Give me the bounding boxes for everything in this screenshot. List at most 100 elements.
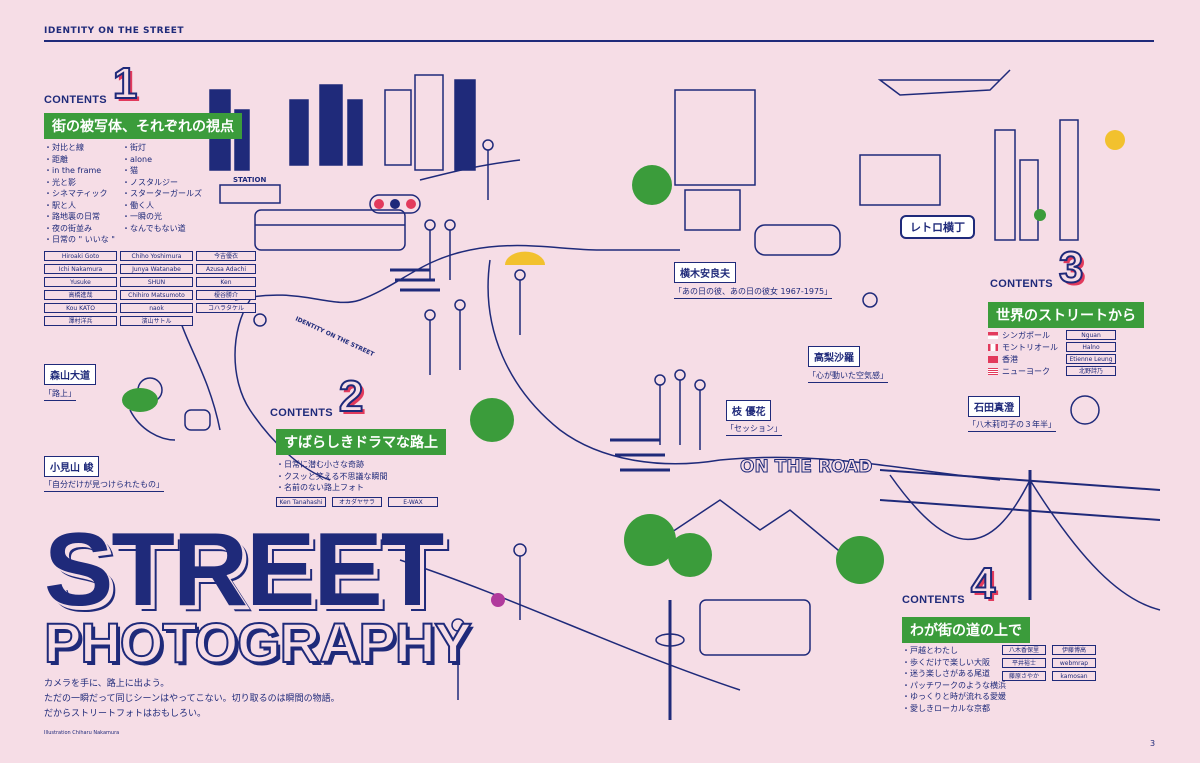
list-item: シネマティック xyxy=(44,188,115,200)
contributor-name: Junya Watanabe xyxy=(120,264,193,274)
contributor-name: webmrap xyxy=(1052,658,1096,668)
contributor-name: コハラタケル xyxy=(196,303,256,313)
contributor-name: Etienne Leung xyxy=(1066,354,1116,364)
list-item: 愛しきローカルな京都 xyxy=(902,703,1006,715)
contributor-name: 北野詩乃 xyxy=(1066,366,1116,376)
city-row: ニューヨーク xyxy=(988,366,1058,378)
statue-of-liberty-icon xyxy=(1034,209,1046,221)
contributor-name: Nguan xyxy=(1066,330,1116,340)
contents-1-contributors: Hiroaki Goto Chiho Yoshimura 今吉優衣 Ichi N… xyxy=(44,251,256,326)
list-item: 戸越とわたし xyxy=(902,645,1006,657)
contents-3-title: 世界のストリートから xyxy=(988,302,1144,328)
contents-2-list: 日常に潜む小さな奇跡 クスッと笑える不思議な瞬間 名前のない路上フォト xyxy=(276,459,388,494)
contributor-name: 八木香保里 xyxy=(1002,645,1046,655)
contributor-name: Ken Tanahashi xyxy=(276,497,326,507)
contributor-name: Hiroaki Goto xyxy=(44,251,117,261)
contributor-name: Ichi Nakamura xyxy=(44,264,117,274)
contents-1-list-col1: 対比と線 距離 in the frame 光と影 シネマティック 駅と人 路地裏… xyxy=(44,142,115,246)
contents-label: CONTENTS xyxy=(990,278,1053,290)
list-item: 名前のない路上フォト xyxy=(276,482,388,494)
feature-name: 枝 優花 xyxy=(726,400,772,421)
section-header: IDENTITY ON THE STREET xyxy=(44,26,185,36)
list-item: 駅と人 xyxy=(44,200,115,212)
contents-number: 4 xyxy=(970,559,997,608)
list-item: 日常の " いいな " xyxy=(44,234,115,246)
umbrella-icon xyxy=(505,251,545,265)
contributor-name: Yusuke xyxy=(44,277,117,287)
station-sign-text: STATION xyxy=(233,176,266,184)
contributor-name: E-WAX xyxy=(388,497,438,507)
tree-icon xyxy=(668,533,712,577)
contents-1-list-col2: 街灯 alone 猫 ノスタルジー スターターガールズ 働く人 一瞬の光 なんで… xyxy=(122,142,202,234)
contents-number: 1 xyxy=(112,59,139,108)
singapore-flag-icon xyxy=(988,332,998,339)
tree-icon xyxy=(470,398,514,442)
list-item: in the frame xyxy=(44,165,115,177)
merlion-icon xyxy=(1105,130,1125,150)
list-item: 働く人 xyxy=(122,200,202,212)
contents-number: 3 xyxy=(1058,243,1085,292)
list-item: スターターガールズ xyxy=(122,188,202,200)
road-line xyxy=(234,249,471,304)
contributor-name: Kou KATO xyxy=(44,303,117,313)
flower-icon xyxy=(491,593,505,607)
feature-name: 高梨沙羅 xyxy=(808,346,860,367)
illustration-credit: Illustration Chiharu Nakamura xyxy=(44,730,120,736)
contributor-name: 高橋進哉 xyxy=(44,290,117,300)
tree-icon xyxy=(624,514,676,566)
contributor-name: 濱山サトル xyxy=(120,316,193,326)
intro-line: ただの一瞬だって同じシーンはやってこない。切り取るのは瞬間の物語。 xyxy=(44,694,340,704)
identity-street-sign: IDENTITY ON THE STREET xyxy=(294,315,376,358)
contents-4-list: 戸越とわたし 歩くだけで楽しい大阪 迷う楽しさがある尾道 パッチワークのような横… xyxy=(902,645,1006,714)
feature-name: 森山大道 xyxy=(44,364,96,385)
city-row: シンガポール xyxy=(988,330,1058,342)
main-title-street: STREET xyxy=(44,512,444,628)
on-the-road-text: ON THE ROAD xyxy=(740,457,872,477)
contributor-name: Ken xyxy=(196,277,256,287)
intro-line: だからストリートフォトはおもしろい。 xyxy=(44,709,207,719)
tree-icon xyxy=(632,165,672,205)
contributor-name: Chihiro Matsumoto xyxy=(120,290,193,300)
contents-label: CONTENTS xyxy=(44,94,107,106)
list-item: 一瞬の光 xyxy=(122,211,202,223)
contents-3: CONTENTS 3 xyxy=(990,243,1085,292)
list-item: 夜の街並み xyxy=(44,223,115,235)
feature-quote: 「あの日の彼、あの日の彼女 1967-1975」 xyxy=(674,286,833,299)
list-item: ノスタルジー xyxy=(122,177,202,189)
list-item: パッチワークのような横浜 xyxy=(902,680,1006,692)
contents-3-cities: シンガポール モントリオール 香港 ニューヨーク xyxy=(988,330,1058,378)
list-item: 歩くだけで楽しい大阪 xyxy=(902,657,1006,669)
feature-quote: 「心が動いた空気感」 xyxy=(808,370,888,383)
list-item: 街灯 xyxy=(122,142,202,154)
feature-name: 横木安良夫 xyxy=(674,262,736,283)
contents-1-title: 街の被写体、それぞれの視点 xyxy=(44,113,242,139)
list-item: クスッと笑える不思議な瞬間 xyxy=(276,471,388,483)
contents-4-contributors: 八木香保里 伊藤博高 平井裕士 webmrap 藤原さやか kamosan xyxy=(1002,645,1096,681)
list-item: ゆっくりと時が流れる愛媛 xyxy=(902,691,1006,703)
contributor-name: 今吉優衣 xyxy=(196,251,256,261)
list-item: 迷う楽しさがある尾道 xyxy=(902,668,1006,680)
contents-label: CONTENTS xyxy=(270,407,333,419)
contributor-name: SHUN xyxy=(120,277,193,287)
contributor-name: Halno xyxy=(1066,342,1116,352)
contents-number: 2 xyxy=(338,372,365,421)
list-item: 距離 xyxy=(44,154,115,166)
parrot-icon xyxy=(122,388,158,412)
hong-kong-flag-icon xyxy=(988,356,998,363)
contributor-name: Chiho Yoshimura xyxy=(120,251,193,261)
canada-flag-icon xyxy=(988,344,998,351)
contributor-name: 榎谷勝介 xyxy=(196,290,256,300)
contents-3-contributors: Nguan Halno Etienne Leung 北野詩乃 xyxy=(1066,330,1116,376)
contents-2: CONTENTS 2 xyxy=(270,372,365,421)
contents-4-title: わが街の道の上で xyxy=(902,617,1030,643)
contributor-name: オカダヤサラ xyxy=(332,497,382,507)
contributor-name: 平井裕士 xyxy=(1002,658,1046,668)
list-item: なんでもない道 xyxy=(122,223,202,235)
contributor-name: 藤原さやか xyxy=(1002,671,1046,681)
contributor-name: 澤村洋兵 xyxy=(44,316,117,326)
feature-name: 石田真澄 xyxy=(968,396,1020,417)
header-rule xyxy=(44,40,1154,42)
intro-line: カメラを手に、路上に出よう。 xyxy=(44,679,170,689)
contents-1: CONTENTS 1 xyxy=(44,59,139,108)
